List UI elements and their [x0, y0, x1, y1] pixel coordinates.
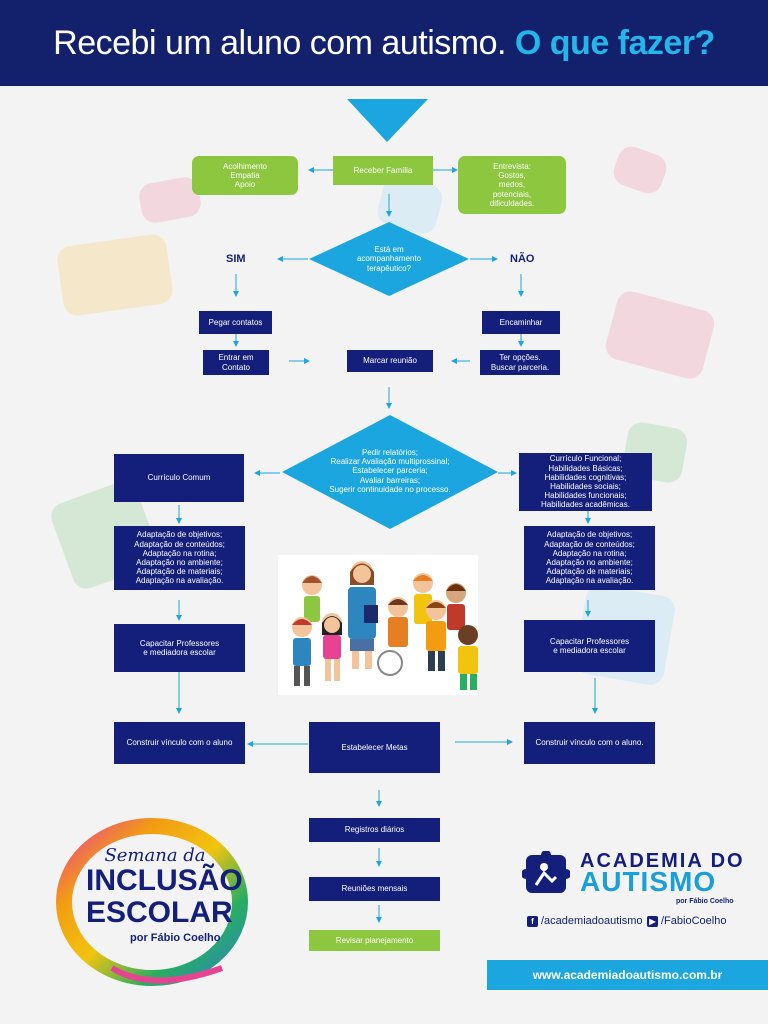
capacitar-right-box: Capacitar Professores e mediadora escola…: [524, 620, 655, 672]
curriculo-comum-box: Currículo Comum: [114, 454, 244, 502]
event-logo-line4: por Fábio Coelho: [130, 932, 221, 944]
acolhimento-box: Acolhimento Empatia Apoio: [192, 156, 298, 195]
facebook-handle: /academiadoautismo: [541, 915, 643, 927]
event-logo-line3: ESCOLAR: [86, 896, 233, 929]
adaptacao-left-box: Adaptação de objetivos; Adaptação de con…: [114, 526, 245, 590]
event-logo-line2: INCLUSÃO: [86, 864, 243, 897]
label-sim: SIM: [226, 253, 246, 265]
event-logo-line1: Semana da: [104, 845, 206, 866]
vinculo-right-box: Construir vínculo com o aluno.: [524, 722, 655, 764]
brand-name-line2: AUTISMO: [580, 866, 717, 897]
registros-diarios-box: Registros diários: [309, 818, 440, 842]
youtube-handle: /FabioCoelho: [661, 915, 727, 927]
decision-therapy-text: Está em acompanhamento terapêutico?: [356, 245, 422, 273]
start-triangle: [347, 99, 428, 142]
vinculo-left-box: Construir vínculo com o aluno: [114, 722, 245, 764]
brand-name-line1: ACADEMIA DO: [580, 850, 745, 872]
page-title: Recebi um aluno com autismo. O que fazer…: [53, 24, 715, 63]
marcar-reuniao-box: Marcar reunião: [347, 350, 433, 372]
facebook-link[interactable]: f /academiadoautismo: [527, 915, 643, 927]
facebook-icon: f: [527, 915, 538, 927]
decision-diamond-therapy: [309, 222, 469, 296]
academia-puzzle-logo-icon: [522, 851, 570, 893]
decision-diamond-actions: [282, 415, 498, 529]
revisar-planejamento-box: Revisar planejamento: [309, 930, 440, 951]
event-logo-ring: [56, 818, 248, 986]
entrar-em-contato-box: Entrar em Contato: [203, 350, 269, 375]
receber-familia-box: Receber Família: [333, 156, 433, 185]
website-url[interactable]: www.academiadoautismo.com.br: [487, 960, 768, 990]
header-banner: Recebi um aluno com autismo. O que fazer…: [0, 0, 768, 86]
decision-actions-text: Pedir relatórios; Realizar Avaliação mul…: [329, 448, 451, 494]
curriculo-funcional-box: Currículo Funcional; Habilidades Básicas…: [519, 453, 652, 511]
youtube-icon: ▶: [647, 915, 658, 927]
entrevista-box: Entrevista: Gostos, medos, potenciais, d…: [458, 156, 566, 214]
estabelecer-metas-box: Estabelecer Metas: [309, 722, 440, 773]
encaminhar-box: Encaminhar: [482, 311, 560, 334]
pegar-contatos-box: Pegar contatos: [199, 311, 272, 334]
label-nao: NÃO: [510, 253, 535, 265]
title-part-2: O que fazer?: [514, 23, 715, 62]
opcoes-box: Ter opções. Buscar parceria.: [480, 350, 560, 375]
capacitar-left-box: Capacitar Professores e mediadora escola…: [114, 624, 245, 672]
brand-by: por Fábio Coelho: [676, 898, 734, 905]
reunioes-mensais-box: Reuniões mensais: [309, 877, 440, 901]
children-teacher-illustration: [278, 555, 478, 695]
youtube-link[interactable]: ▶ /FabioCoelho: [647, 915, 726, 927]
adaptacao-right-box: Adaptação de objetivos; Adaptação de con…: [524, 526, 655, 590]
title-part-1: Recebi um aluno com autismo.: [53, 23, 506, 62]
